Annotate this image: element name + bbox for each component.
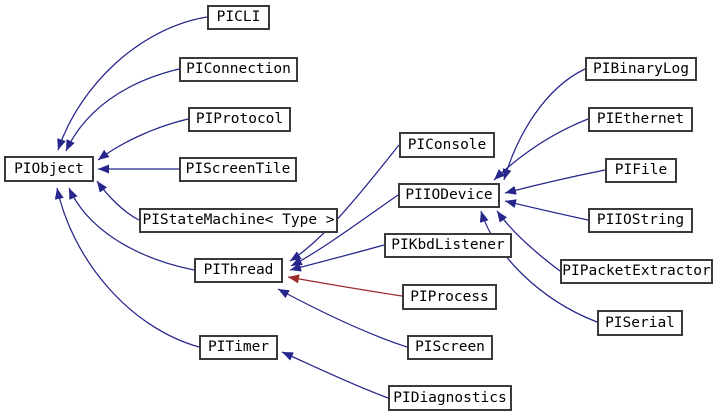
class-node-pidiagnostics[interactable]: PIDiagnostics bbox=[388, 385, 512, 411]
class-node-piobject[interactable]: PIObject bbox=[4, 156, 94, 182]
inheritance-edge-piconnection-to-piobject bbox=[65, 68, 180, 152]
class-node-pikbdlistener[interactable]: PIKbdListener bbox=[384, 233, 512, 258]
class-node-pibinarylog[interactable]: PIBinaryLog bbox=[585, 57, 697, 81]
inheritance-edge-piprotocol-to-piobject bbox=[97, 118, 189, 161]
inheritance-edge-pifile-to-piiodevice bbox=[504, 169, 606, 195]
inheritance-edge-pipacketextractor-to-piiodevice bbox=[496, 210, 561, 272]
inheritance-edge-pitimer-to-piobject bbox=[54, 187, 200, 348]
inheritance-edge-piprocess-to-pithread bbox=[287, 274, 403, 297]
inheritance-edge-piconsole-to-pithread bbox=[289, 144, 400, 262]
class-node-piconnection[interactable]: PIConnection bbox=[179, 57, 298, 82]
inheritance-edge-pistatemachine-to-piobject bbox=[96, 180, 140, 221]
inheritance-edge-piscreen-to-pithread bbox=[277, 288, 408, 348]
class-node-piscreentile[interactable]: PIScreenTile bbox=[179, 157, 297, 182]
inheritance-edge-piiodevice-to-pithread bbox=[290, 194, 399, 267]
class-node-piserial[interactable]: PISerial bbox=[597, 310, 683, 336]
class-node-picli[interactable]: PICLI bbox=[207, 5, 270, 30]
class-node-pistatemachine[interactable]: PIStateMachine< Type > bbox=[139, 208, 338, 233]
inheritance-edge-pikbdlistener-to-pithread bbox=[289, 244, 385, 272]
class-node-piethernet[interactable]: PIEthernet bbox=[588, 107, 693, 132]
inheritance-edge-piiostring-to-piiodevice bbox=[504, 199, 589, 221]
class-node-pitimer[interactable]: PITimer bbox=[199, 335, 278, 360]
class-node-piprotocol[interactable]: PIProtocol bbox=[188, 107, 291, 132]
class-node-pithread[interactable]: PIThread bbox=[194, 258, 283, 283]
class-node-piiostring[interactable]: PIIOString bbox=[588, 208, 693, 233]
inheritance-edge-pibinarylog-to-piiodevice bbox=[502, 68, 586, 181]
inheritance-edge-piserial-to-piiodevice bbox=[479, 210, 598, 323]
inheritance-edge-pithread-to-piobject bbox=[68, 187, 195, 271]
class-node-piscreen[interactable]: PIScreen bbox=[407, 335, 493, 360]
class-node-piprocess[interactable]: PIProcess bbox=[402, 284, 497, 310]
class-node-piconsole[interactable]: PIConsole bbox=[399, 132, 495, 158]
class-node-pipacketextractor[interactable]: PIPacketExtractor bbox=[560, 259, 713, 284]
inheritance-edge-piethernet-to-piiodevice bbox=[493, 118, 589, 181]
inheritance-edge-pidiagnostics-to-pitimer bbox=[281, 351, 389, 399]
class-node-piiodevice[interactable]: PIIODevice bbox=[398, 183, 500, 208]
inheritance-edge-picli-to-piobject bbox=[57, 16, 208, 151]
class-node-pifile[interactable]: PIFile bbox=[605, 158, 677, 183]
